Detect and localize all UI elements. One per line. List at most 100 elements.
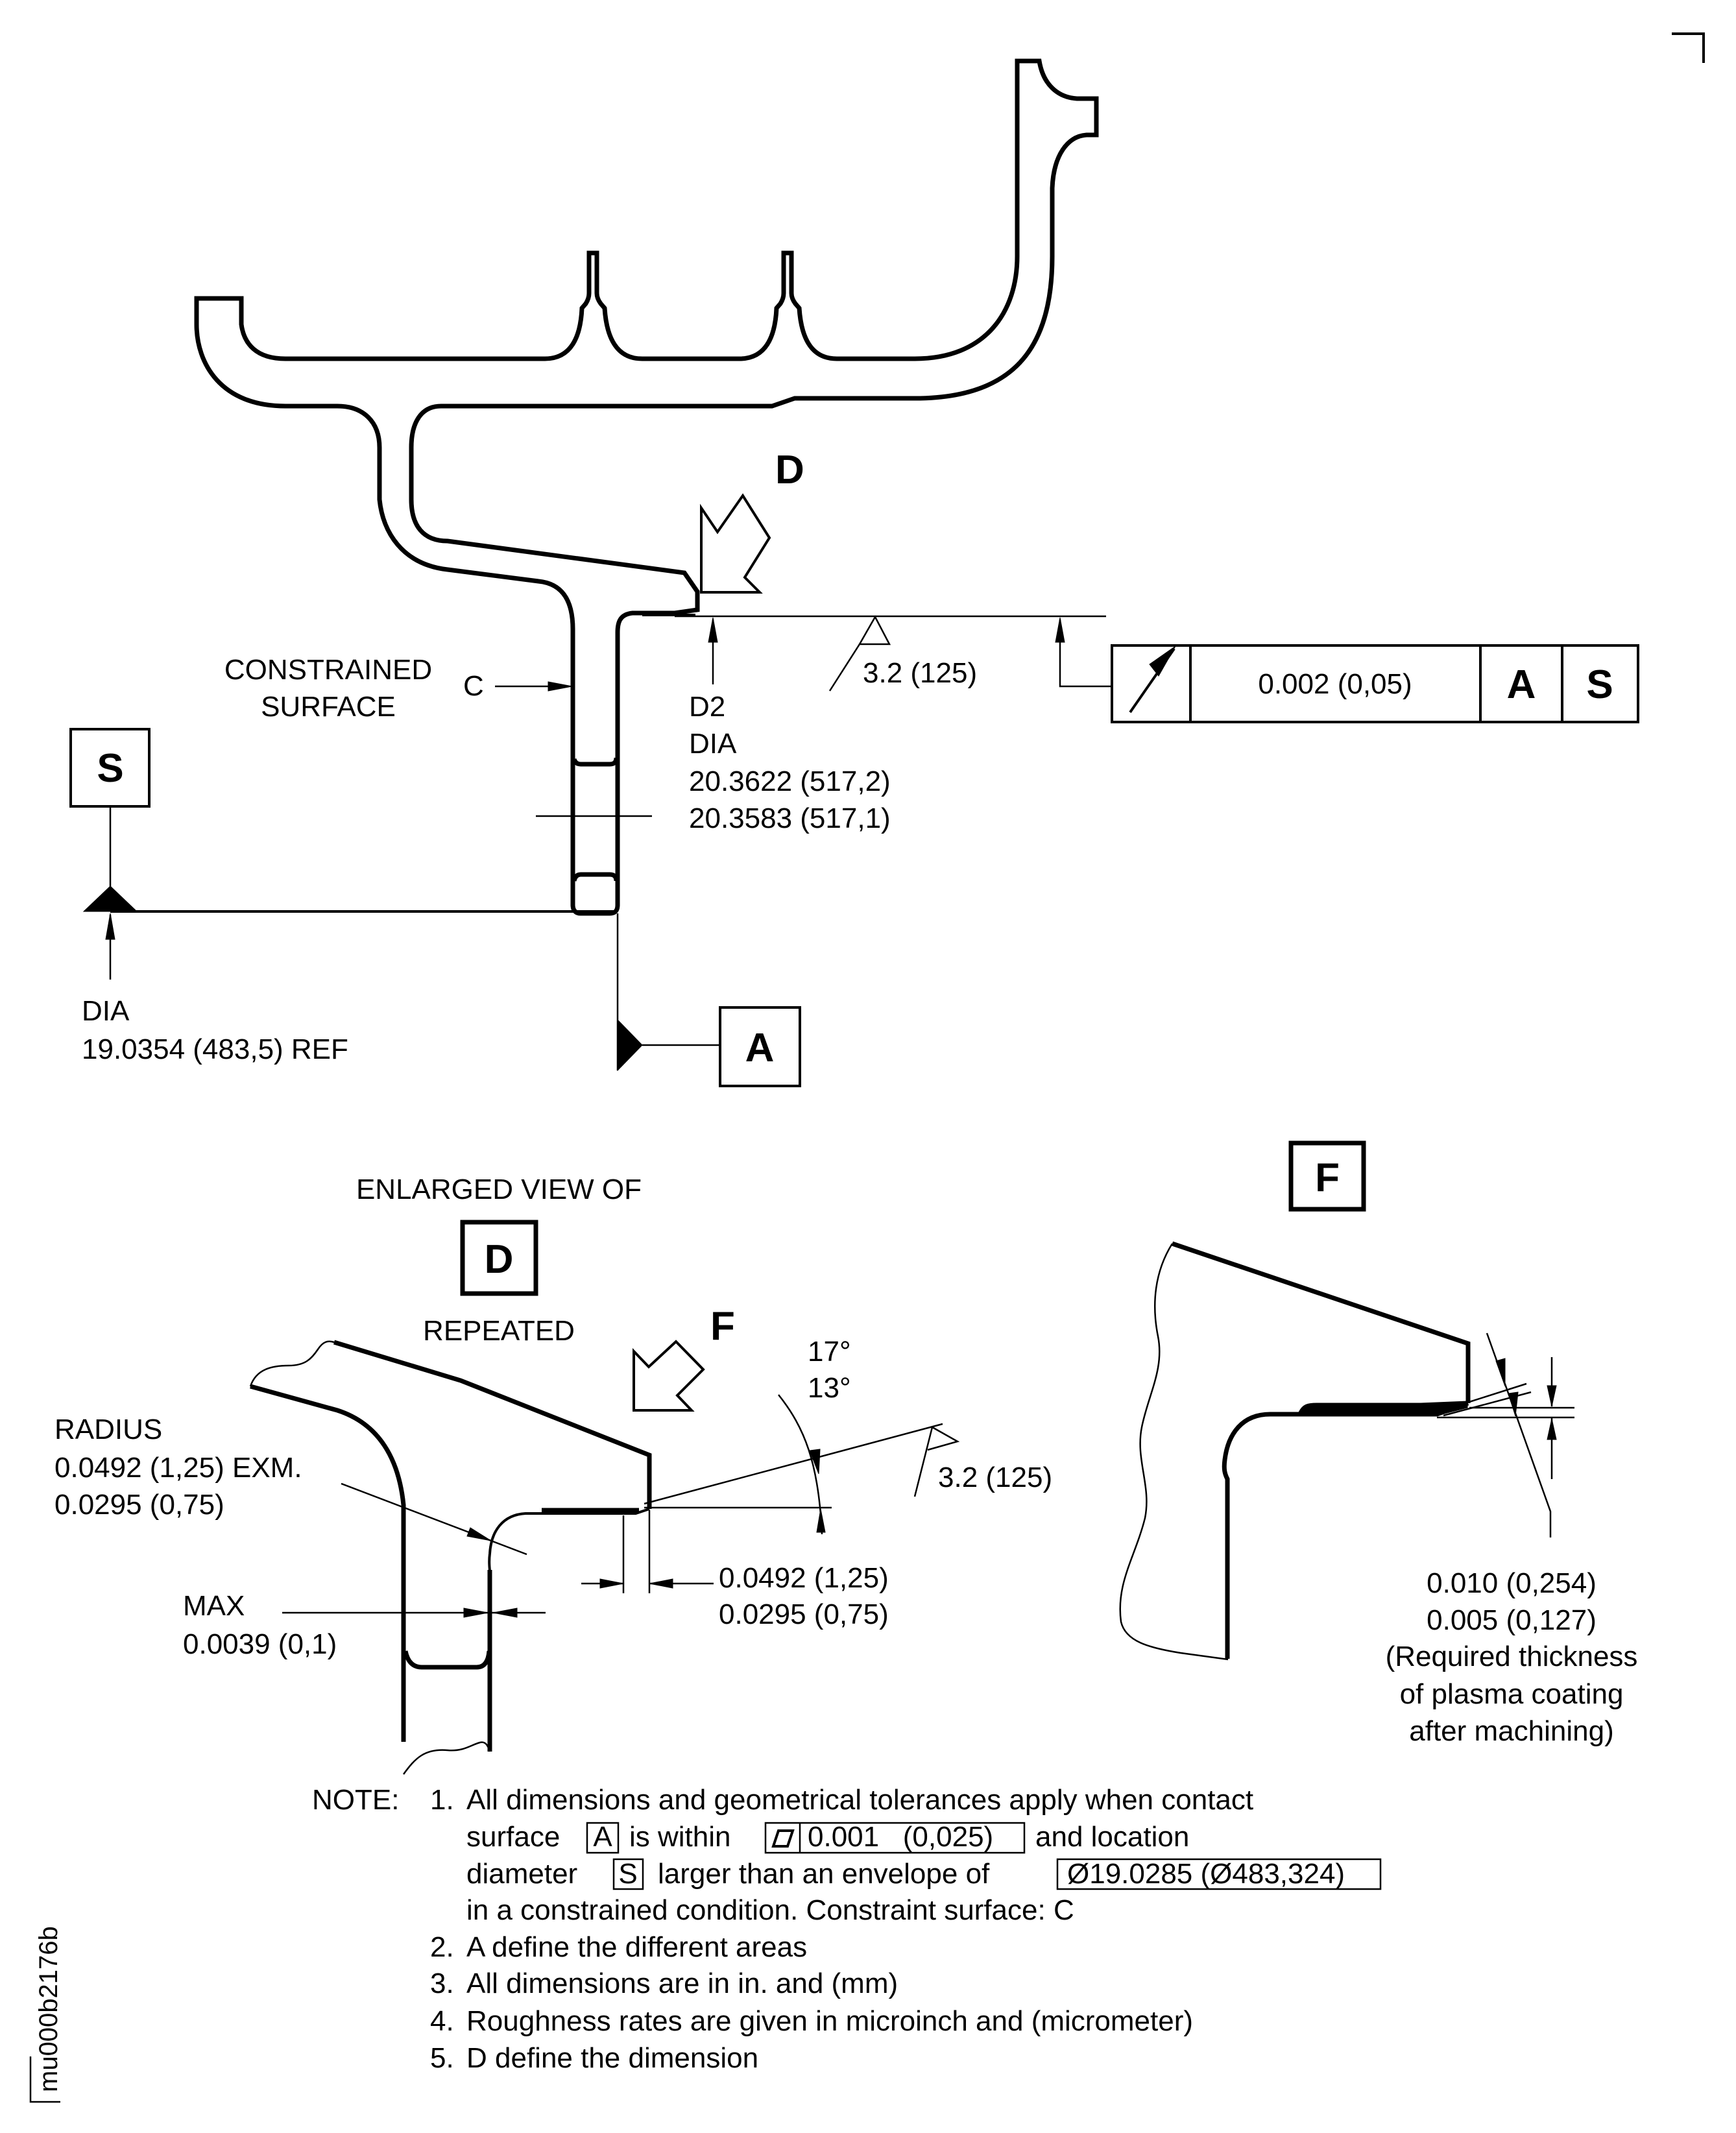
note-1-line-3-mid: larger than an envelope of — [658, 1858, 990, 1890]
corner-mark — [1672, 32, 1705, 63]
width-arrowhead-right-icon — [649, 1578, 673, 1589]
note-1-line-2-mid: is within — [629, 1821, 731, 1853]
angle-arrowhead-upper-icon — [809, 1449, 821, 1475]
note-5-number: 5. — [430, 2042, 454, 2074]
datum-s-label: S — [97, 746, 123, 791]
note-2-number: 2. — [430, 1931, 454, 1963]
runout-arrow-icon — [1129, 645, 1176, 714]
angle-line — [644, 1423, 943, 1505]
enlarged-part-outline — [249, 1340, 652, 1775]
fcf-tolerance: 0.002 (0,05) — [1258, 668, 1412, 700]
note-1-line-2-suffix: and location — [1035, 1821, 1189, 1853]
note-datum-s: S — [618, 1858, 637, 1890]
datum-a-box — [719, 1006, 801, 1087]
d2-upper: 20.3622 (517,2) — [689, 765, 891, 797]
constraint-arrowhead-icon — [548, 681, 573, 692]
max-gap-value: 0.0039 (0,1) — [183, 1628, 337, 1660]
thickness-caption-2: of plasma coating — [1400, 1678, 1624, 1710]
detail-f-label: F — [1315, 1155, 1340, 1200]
radius-lower: 0.0295 (0,75) — [54, 1489, 224, 1521]
fcf-datum-a: A — [1507, 662, 1536, 707]
radius-arrowhead-icon — [466, 1527, 492, 1541]
enlarged-view-title: ENLARGED VIEW OF — [356, 1174, 642, 1205]
fcf-datum-s: S — [1586, 662, 1613, 707]
coating-arrowhead-lower-icon — [1508, 1392, 1519, 1417]
enlarged-view-repeated: REPEATED — [423, 1315, 575, 1347]
detail-f-part-outline — [1119, 1241, 1471, 1661]
surface-finish-symbol-icon — [828, 615, 891, 692]
notes-block: NOTE: 1. All dimensions and geometrical … — [312, 1784, 1382, 2074]
fcf-leader — [1059, 620, 1112, 688]
radius-leader — [341, 1482, 527, 1556]
note-1-line-1: All dimensions and geometrical tolerance… — [466, 1784, 1253, 1816]
constrained-surface-label-2: SURFACE — [261, 691, 396, 723]
angle-lower: 13° — [808, 1372, 851, 1404]
view-f-arrow-icon — [633, 1340, 705, 1412]
ref-dia-type: DIA — [82, 995, 130, 1027]
notes-label: NOTE: — [312, 1784, 399, 1816]
ref-dia-arrowhead-icon — [105, 913, 115, 940]
note-1-number: 1. — [430, 1784, 454, 1816]
enlarged-view-d-box — [460, 1220, 538, 1296]
main-roughness: 3.2 (125) — [863, 657, 977, 689]
angle-upper: 17° — [808, 1336, 851, 1368]
constrained-surface-label-1: CONSTRAINED — [224, 654, 432, 686]
note-envelope-value: Ø19.0285 (Ø483,324) — [1067, 1858, 1345, 1890]
note-1-line-4: in a constrained condition. Constraint s… — [466, 1894, 1074, 1926]
thickness-arrowhead-upper-icon — [1547, 1385, 1557, 1407]
flatness-symbol-icon — [771, 1829, 795, 1848]
thickness-arrowhead-lower-icon — [1547, 1418, 1557, 1440]
d2-lower: 20.3583 (517,1) — [689, 802, 891, 834]
view-f-label: F — [710, 1304, 735, 1349]
drawing-id: mu000b2176b — [34, 1926, 63, 2092]
constraint-c-label: C — [463, 670, 484, 702]
width-lower: 0.0295 (0,75) — [719, 1598, 889, 1630]
datum-s-triangle-icon — [82, 886, 138, 912]
datum-a-label: A — [745, 1026, 775, 1070]
note-4-number: 4. — [430, 2005, 454, 2037]
max-gap-arrowhead-right-icon — [492, 1608, 518, 1618]
note-3-text: All dimensions are in in. and (mm) — [466, 1968, 898, 1999]
note-flatness-value: 0.001 (0,025) — [808, 1821, 993, 1853]
view-d-arrow-icon — [700, 493, 771, 594]
coating-arrowhead-upper-icon — [1495, 1358, 1506, 1387]
note-envelope-frame — [1056, 1858, 1382, 1890]
note-2-text: A define the different areas — [466, 1931, 807, 1963]
datum-a-triangle-icon — [617, 1018, 643, 1072]
view-d-label: D — [775, 448, 804, 492]
width-upper: 0.0492 (1,25) — [719, 1562, 889, 1594]
drawing-id-bracket — [29, 2056, 60, 2103]
detail-f-box — [1288, 1140, 1366, 1212]
d2-type: DIA — [689, 728, 737, 760]
thickness-lower: 0.005 (0,127) — [1427, 1604, 1597, 1636]
width-arrowhead-left-icon — [599, 1578, 624, 1589]
max-gap-label: MAX — [183, 1590, 245, 1622]
note-3-number: 3. — [430, 1968, 454, 1999]
radius-label: RADIUS — [54, 1414, 162, 1445]
note-datum-a: A — [593, 1821, 612, 1853]
surface-finish-symbol-enlarged-icon — [913, 1426, 960, 1497]
note-4-text: Roughness rates are given in microinch a… — [466, 2005, 1193, 2037]
plasma-coating-icon — [1298, 1401, 1468, 1416]
d2-arrowhead-icon — [708, 617, 718, 643]
note-1-line-2-prefix: surface — [466, 1821, 560, 1853]
coating-dimension-line — [1486, 1332, 1552, 1537]
ref-dia-value: 19.0354 (483,5) REF — [82, 1033, 348, 1065]
thickness-caption-3: after machining) — [1409, 1715, 1613, 1747]
width-extension-lines — [622, 1510, 651, 1593]
radius-upper: 0.0492 (1,25) EXM. — [54, 1452, 302, 1484]
thickness-upper: 0.010 (0,254) — [1427, 1567, 1597, 1599]
angle-arc — [778, 1394, 823, 1535]
note-5-text: D define the dimension — [466, 2042, 758, 2074]
main-view-part-outline — [194, 58, 1099, 916]
max-gap-arrowhead-left-icon — [463, 1608, 488, 1618]
feature-control-frame — [1111, 644, 1639, 723]
d2-name: D2 — [689, 691, 725, 723]
note-datum-a-box — [586, 1822, 620, 1854]
angle-arrowhead-lower-icon — [816, 1508, 826, 1533]
note-flatness-frame — [764, 1822, 1026, 1854]
thickness-caption-1: (Required thickness — [1386, 1641, 1638, 1672]
fcf-arrowhead-icon — [1055, 617, 1065, 643]
enlarged-view-d-label: D — [485, 1237, 514, 1282]
